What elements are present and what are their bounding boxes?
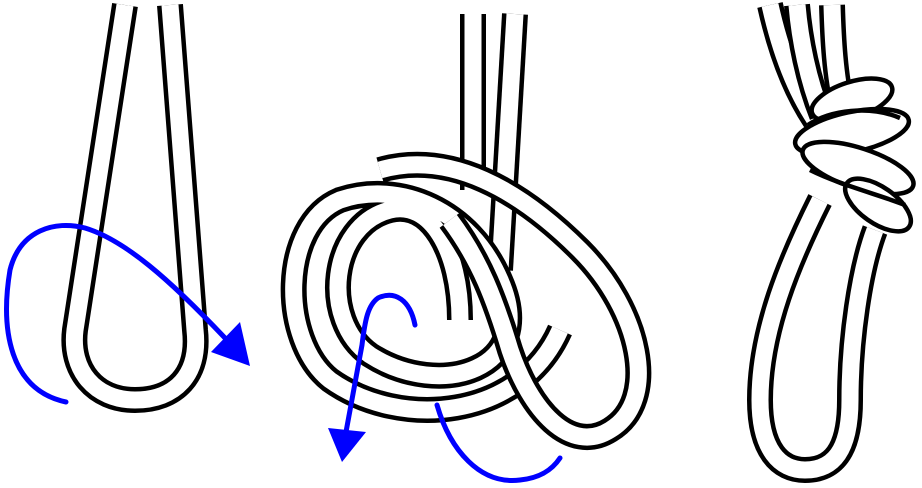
- step-2-wrap: [280, 13, 652, 483]
- step-2-arrowhead: [328, 428, 366, 462]
- step-1-arrow: [4, 222, 228, 405]
- step-1-arrowhead: [211, 322, 250, 366]
- step-2-arrow-down: [343, 292, 418, 435]
- step-3-finished-knot: [747, 2, 916, 483]
- step-1-bight: [4, 3, 250, 413]
- step-2-arrow-bottom: [434, 402, 563, 483]
